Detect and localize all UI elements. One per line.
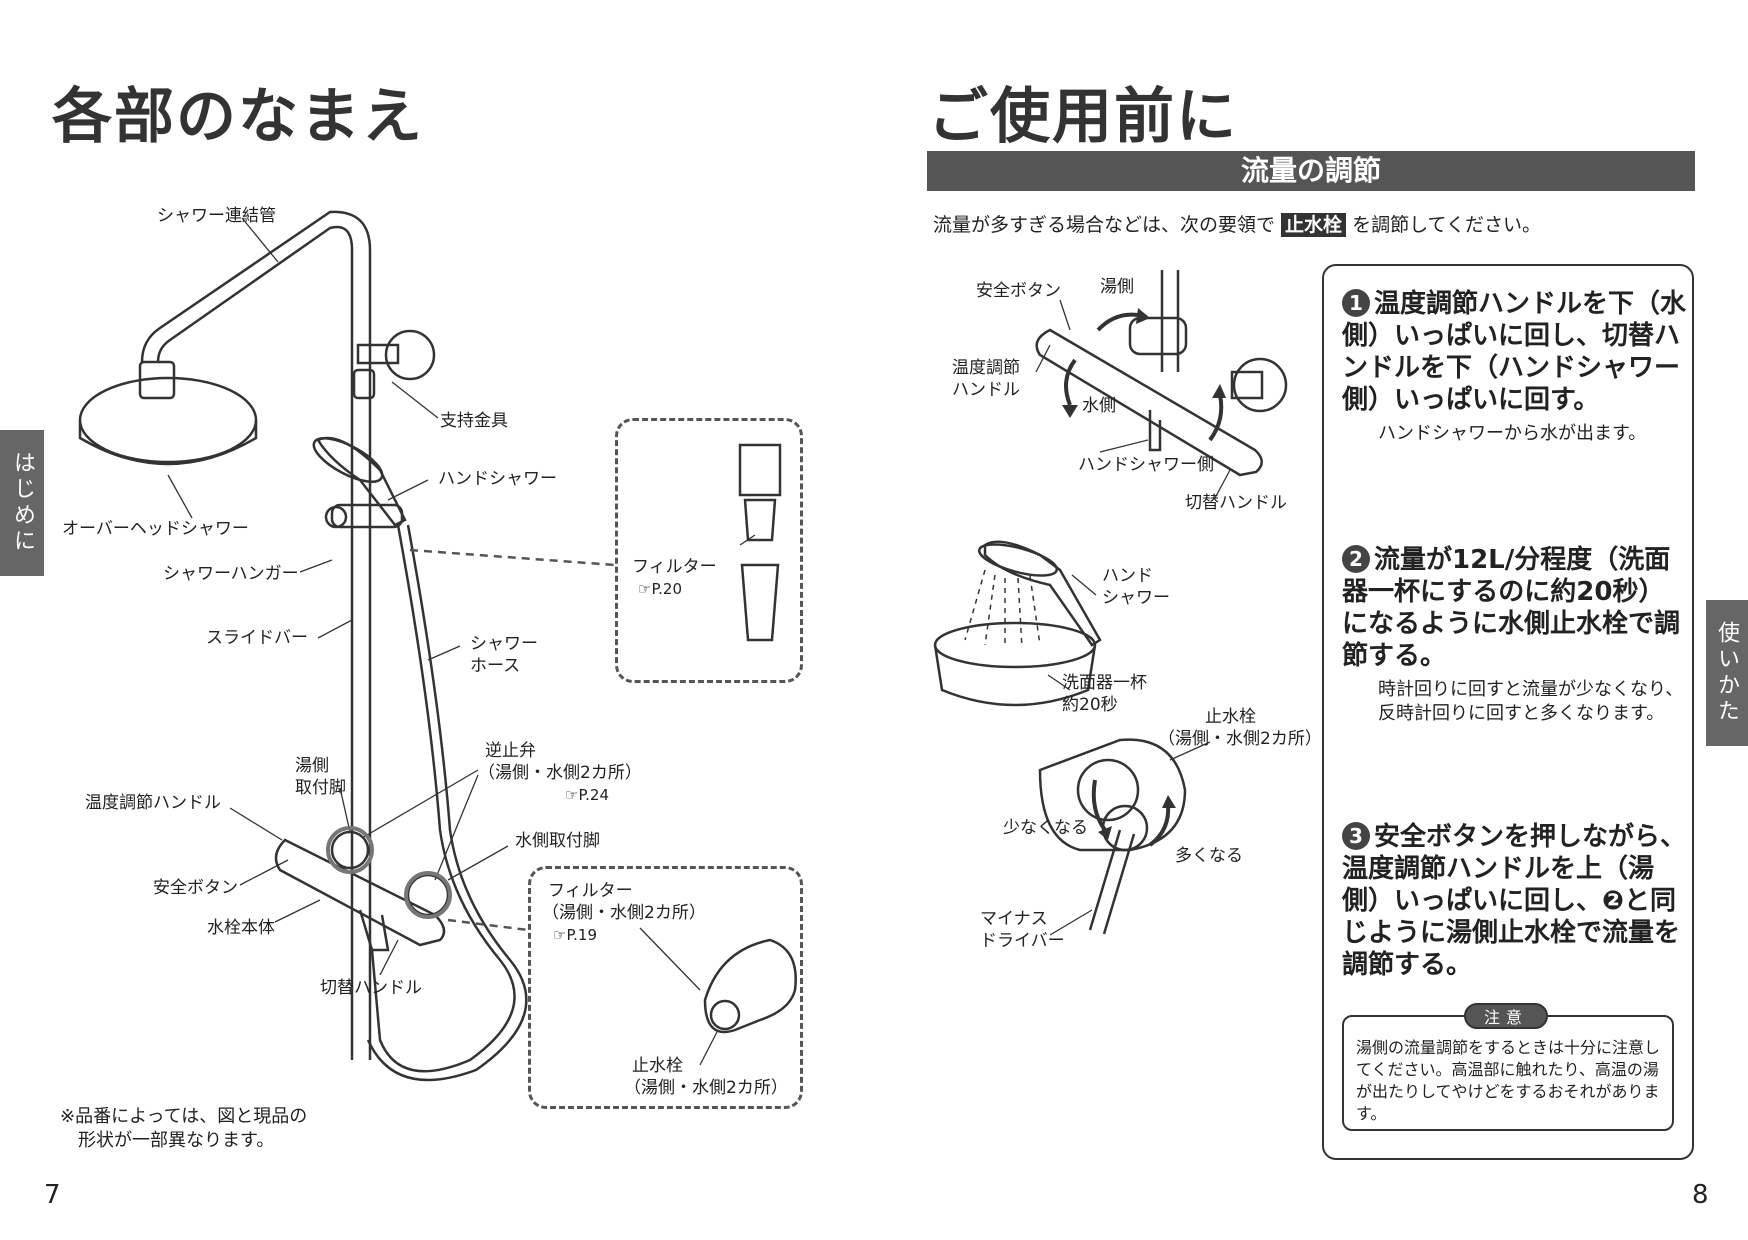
- label-stop-valve-2: （湯側・水側2カ所）: [624, 1078, 788, 1098]
- label-switch-handle: 切替ハンドル: [320, 978, 422, 998]
- label-hot-leg-2: 取付脚: [295, 778, 346, 798]
- page-title-right: ご使用前に: [928, 82, 1238, 152]
- fig-label-safety-button: 安全ボタン: [976, 281, 1061, 301]
- intro-before: 流量が多すぎる場合などは、次の要領で: [933, 214, 1282, 236]
- fig-label-driver-1: マイナス: [980, 909, 1048, 929]
- label-slide-bar: スライドバー: [206, 628, 308, 648]
- model-note-line-1: ※品番によっては、図と現品の: [60, 1106, 308, 1127]
- label-hot-leg-1: 湯側: [295, 756, 329, 776]
- fig-label-hand-shower-side: ハンドシャワー側: [1078, 455, 1214, 475]
- caution-box: 注意 湯側の流量調節をするときは十分に注意してください。高温部に触れたり、高温の…: [1342, 1003, 1674, 1131]
- label-filter-bottom-1: フィルター: [548, 881, 633, 901]
- intro-after: を調節してください。: [1346, 214, 1541, 236]
- step-1-body: ハンドシャワーから水が出ます。: [1378, 423, 1647, 444]
- label-filter-bottom-ref: ☞P.19: [553, 926, 598, 944]
- fig-label-basin-2: 約20秒: [1062, 695, 1118, 715]
- fig-label-switch-handle: 切替ハンドル: [1185, 493, 1287, 513]
- fig-label-more: 多くなる: [1175, 846, 1243, 866]
- filter-detail-box-bottom: [528, 866, 803, 1109]
- caution-text: 湯側の流量調節をするときは十分に注意してください。高温部に触れたり、高温の湯が出…: [1356, 1038, 1661, 1123]
- step-2-text: 流量が12L/分程度（洗面器一杯にするのに約20秒）になるように水側止水栓で調節…: [1342, 545, 1681, 671]
- label-shower-pipe: シャワー連結管: [157, 206, 276, 226]
- side-tab-intro: はじめに: [0, 430, 44, 576]
- page-title-left: 各部のなまえ: [52, 82, 424, 152]
- side-tab-usage: 使いかた: [1706, 600, 1748, 746]
- page-number-left: 7: [44, 1180, 61, 1210]
- label-check-valve-2: （湯側・水側2カ所）: [478, 763, 642, 783]
- label-shower-hose-1: シャワー: [470, 634, 538, 654]
- step-2-body: 時計回りに回すと流量が少なくなり、反時計回りに回すと多くなります。: [1378, 679, 1684, 724]
- label-cold-leg: 水側取付脚: [515, 831, 600, 851]
- model-note-line-2: 形状が一部異なります。: [60, 1130, 275, 1151]
- filter-detail-box-top: [615, 418, 803, 683]
- fig-label-less: 少なくなる: [1003, 818, 1088, 838]
- intro-text: 流量が多すぎる場合などは、次の要領で 止水栓 を調節してください。: [933, 210, 1541, 237]
- fig-label-hot-side: 湯側: [1100, 277, 1134, 297]
- fig-label-cold-side: 水側: [1082, 396, 1116, 416]
- label-hand-shower: ハンドシャワー: [438, 469, 557, 489]
- fig-label-driver-2: ドライバー: [980, 931, 1065, 951]
- caution-tag: 注意: [1464, 1003, 1548, 1029]
- fig-label-temp-handle-2: ハンドル: [952, 380, 1020, 400]
- label-safety-button: 安全ボタン: [153, 878, 238, 898]
- step-3-number: 3: [1342, 822, 1370, 850]
- step-1-number: 1: [1342, 289, 1370, 317]
- label-filter-top-ref: ☞P.20: [638, 580, 683, 598]
- label-shower-hanger: シャワーハンガー: [163, 564, 299, 584]
- fig-label-stop-valve-2: （湯側・水側2カ所）: [1158, 729, 1322, 749]
- label-filter-top: フィルター: [632, 557, 717, 577]
- step-3-text: 安全ボタンを押しながら、温度調節ハンドルを上（湯側）いっぱいに回し、❷と同じよう…: [1342, 822, 1687, 980]
- intro-highlight: 止水栓: [1281, 213, 1347, 237]
- label-support-bracket: 支持金具: [440, 411, 508, 431]
- label-faucet-body: 水栓本体: [207, 918, 275, 938]
- label-temp-handle: 温度調節ハンドル: [85, 793, 221, 813]
- section-header: 流量の調節: [927, 151, 1695, 191]
- model-note: ※品番によっては、図と現品の 形状が一部異なります。: [60, 1105, 307, 1153]
- page-number-right: 8: [1692, 1180, 1709, 1210]
- label-stop-valve-1: 止水栓: [632, 1056, 683, 1076]
- label-shower-hose-2: ホース: [470, 656, 521, 676]
- label-filter-bottom-2: （湯側・水側2カ所）: [542, 903, 706, 923]
- fig-label-temp-handle-1: 温度調節: [952, 358, 1020, 378]
- fig-label-hand-1: ハンド: [1102, 566, 1153, 586]
- step-1-text: 温度調節ハンドルを下（水側）いっぱいに回し、切替ハンドルを下（ハンドシャワー側）…: [1342, 289, 1687, 415]
- fig-label-basin-1: 洗面器一杯: [1062, 673, 1147, 693]
- label-overhead-shower: オーバーヘッドシャワー: [62, 519, 249, 539]
- step-2-number: 2: [1342, 545, 1370, 573]
- fig-label-hand-2: シャワー: [1102, 588, 1170, 608]
- label-check-valve-ref: ☞P.24: [565, 786, 610, 804]
- label-check-valve-1: 逆止弁: [485, 741, 536, 761]
- fig-label-stop-valve-1: 止水栓: [1205, 707, 1256, 727]
